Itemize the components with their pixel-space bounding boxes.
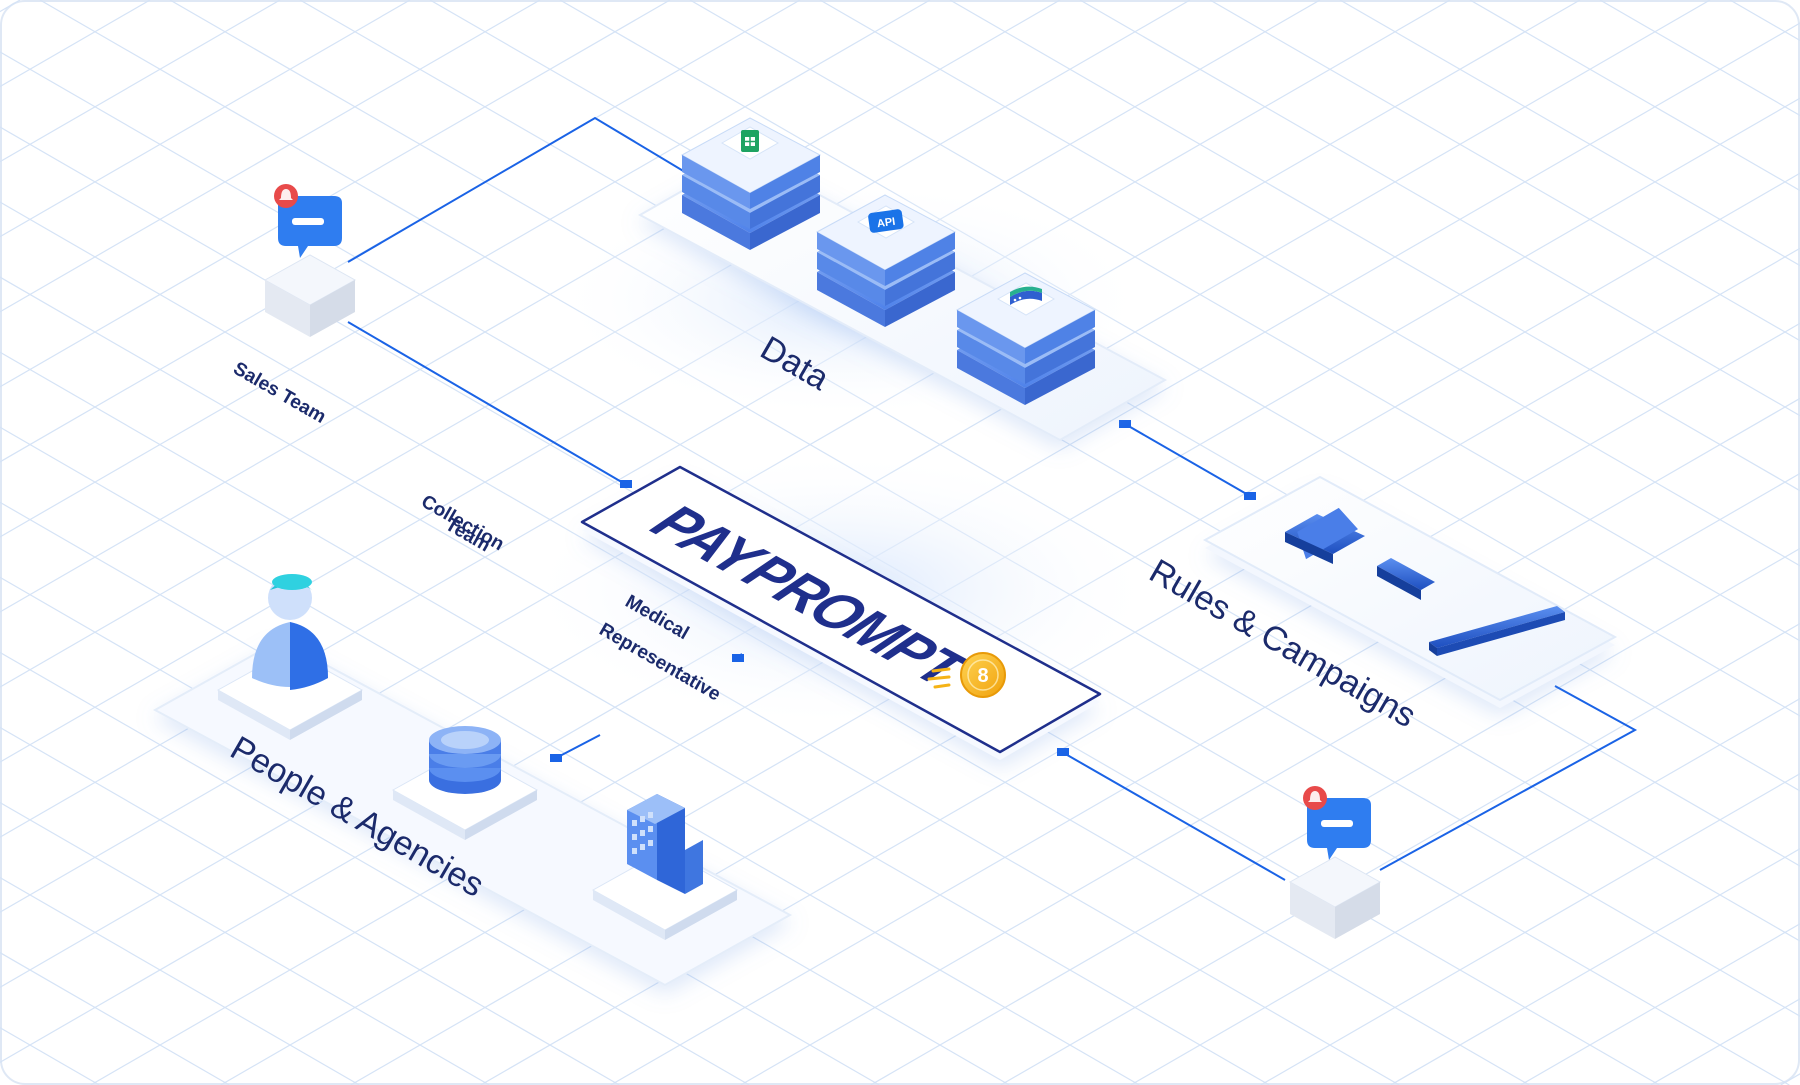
slash-icon <box>1429 606 1565 656</box>
api-badge-text: API <box>876 216 896 230</box>
node <box>550 754 562 762</box>
connector-nodes <box>550 420 1256 762</box>
connector-people-to-center <box>555 734 601 759</box>
node <box>620 480 632 488</box>
connector-lines <box>347 116 1638 881</box>
medical-rep-tile <box>591 794 739 940</box>
person-icon <box>252 574 328 690</box>
sales-team-tile <box>216 574 364 740</box>
plus-icon <box>1285 507 1365 564</box>
node <box>1119 420 1131 428</box>
minus-icon <box>1377 558 1435 600</box>
data-stack-database <box>955 272 1097 405</box>
chat-bell-icon <box>1303 786 1371 860</box>
connector-notify-to-rules <box>1379 685 1638 871</box>
connector-center-to-notify <box>1061 751 1286 881</box>
connector-notify-to-center <box>347 321 626 485</box>
database-icon <box>996 282 1056 316</box>
data-stack-api: API <box>815 194 957 327</box>
notification-device-top <box>263 184 357 337</box>
api-icon: API <box>856 205 916 239</box>
chat-bell-icon <box>274 184 342 258</box>
notification-device-bottom <box>1288 786 1382 939</box>
building-icon <box>627 794 703 894</box>
coin-symbol: 8 <box>977 665 988 687</box>
connector-data-to-rules <box>1124 423 1251 497</box>
connector-notify-to-data <box>347 116 691 263</box>
spreadsheet-icon <box>720 126 780 160</box>
node <box>1244 492 1256 500</box>
data-stack-sheets <box>680 117 822 250</box>
collection-team-tile <box>391 726 539 840</box>
coin-icon: 8 <box>927 652 1006 698</box>
data-platform: API Data <box>637 117 1168 442</box>
node <box>1057 748 1069 756</box>
coin-stack-icon <box>429 726 501 794</box>
node <box>732 654 744 662</box>
